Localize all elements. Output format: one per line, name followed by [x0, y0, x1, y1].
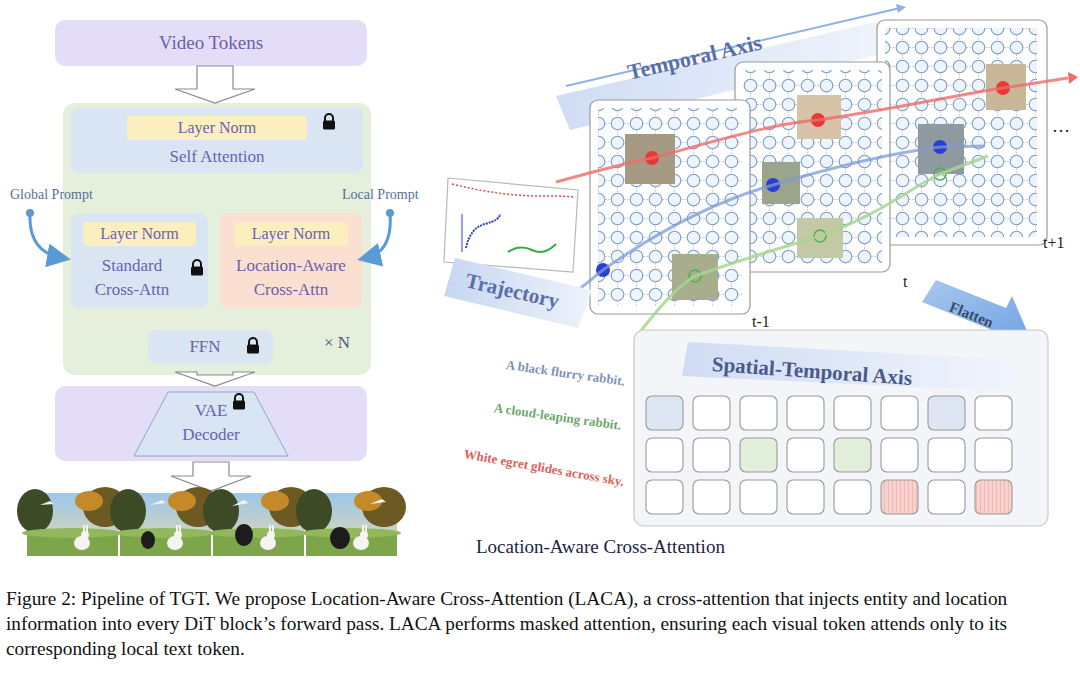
node-text: VAE Decoder: [177, 399, 245, 447]
prompt-row-label: A cloud-leaping rabbit.: [493, 400, 622, 434]
flow-arrow: [175, 66, 255, 103]
node-text: FFN: [162, 335, 248, 359]
lock-icon: [323, 114, 335, 130]
figure-caption: Figure 2: Pipeline of TGT. We propose Lo…: [6, 586, 1074, 661]
prompt-row-label: White egret glides across sky.: [463, 446, 626, 490]
node-text: Standard Cross-Attn: [85, 254, 179, 302]
prompt-row-label: A black flurry rabbit.: [505, 357, 626, 390]
frame-label: t: [903, 273, 907, 291]
video-frame: [17, 487, 406, 556]
frame-grid: [590, 20, 1047, 314]
dit-block: × NSelf AttentionLayer NormStandard Cros…: [63, 103, 371, 375]
node-text: Layer Norm: [83, 222, 196, 246]
attention-cell: [646, 396, 1012, 514]
node-text: Location-Aware Cross-Attn: [224, 254, 358, 302]
node-text: Self Attention: [71, 145, 363, 169]
input-box: Video Tokens: [55, 20, 367, 66]
node-text: Video Tokens: [55, 31, 367, 55]
norm-box: Layer Norm: [234, 222, 348, 246]
cross-attn-box: Standard Cross-Attn Layer Norm: [71, 213, 208, 308]
frame-label: t+1: [1043, 234, 1064, 252]
ellipsis-label: …: [1052, 116, 1070, 137]
lock-icon: [191, 260, 203, 276]
axis-label: Spatial-Temporal Axis: [711, 352, 913, 391]
ffn-box: FFN: [148, 330, 273, 364]
flow-arrow: [175, 372, 255, 386]
module-label: Location-Aware Cross-Attention: [476, 536, 725, 558]
flatten-label: Flatten: [947, 299, 996, 332]
laca-box: Location-Aware Cross-Attn Layer Norm: [220, 213, 362, 308]
decoder-box: VAE Decoder: [55, 386, 367, 461]
axis-label: Temporal Axis: [625, 30, 764, 86]
attention-box: Self Attention Layer Norm: [71, 108, 363, 173]
node-text: Layer Norm: [127, 116, 307, 140]
norm-box: Layer Norm: [83, 222, 196, 246]
node-text: Layer Norm: [234, 222, 348, 246]
prompt-label: Local Prompt: [342, 187, 419, 203]
frame-label: t-1: [752, 313, 770, 331]
node-text: × N: [313, 331, 361, 355]
axis-label: Trajectory: [463, 268, 561, 314]
lock-icon: [247, 338, 259, 354]
prompt-label: Global Prompt: [10, 187, 93, 203]
norm-box: Layer Norm: [127, 116, 307, 140]
lock-icon: [233, 394, 245, 410]
